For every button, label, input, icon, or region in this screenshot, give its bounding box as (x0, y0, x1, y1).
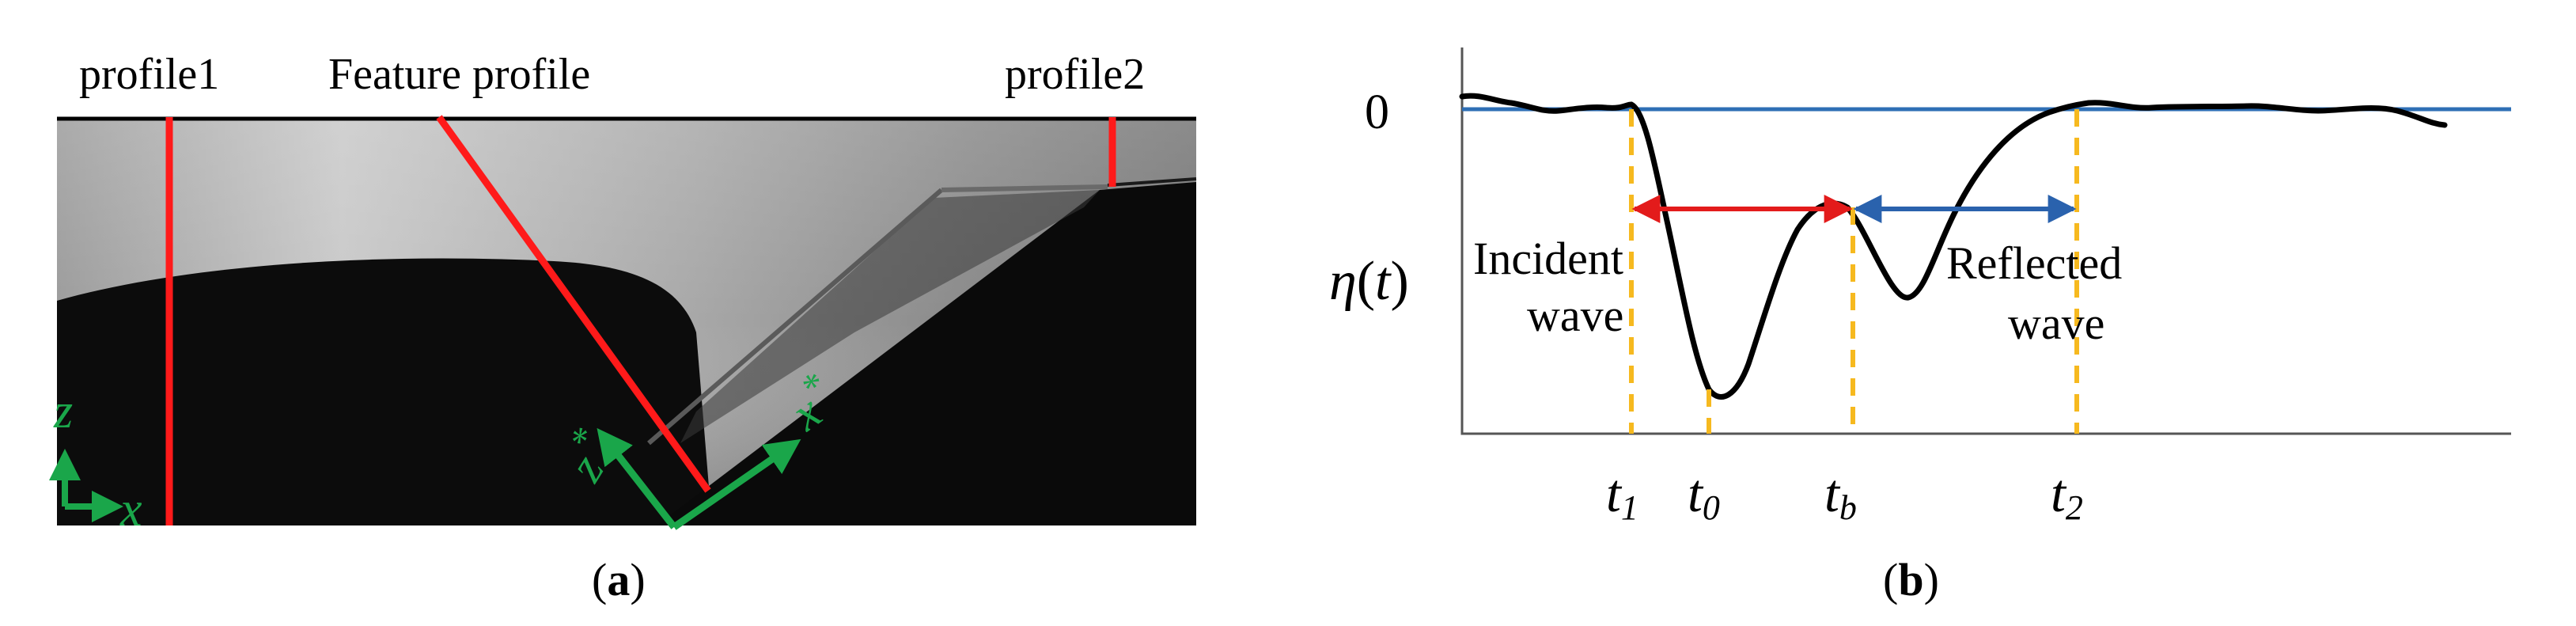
caption-a: (a) (592, 554, 646, 605)
dashed-markers (1629, 109, 2079, 434)
tick-t1: t1 (1606, 463, 1638, 527)
incident-label-line2: wave (1527, 290, 1623, 341)
eta-label: η(t) (1329, 251, 1409, 312)
reflected-label-line2: wave (2008, 298, 2104, 349)
caption-b: (b) (1883, 554, 1939, 605)
tick-t2: t2 (2051, 463, 2083, 527)
rotated-axes (597, 427, 801, 530)
tick-tb: tb (1824, 463, 1857, 527)
panel-a: profile1 Feature profile profile2 z x z … (49, 50, 1197, 605)
plot-frame (1460, 47, 2511, 435)
lab-axes (49, 449, 123, 522)
lab-axis-x: x (119, 483, 142, 537)
tick-t0: t0 (1688, 463, 1720, 527)
lab-axis-z: z (53, 385, 73, 438)
incident-label-line1: Incident (1473, 233, 1623, 284)
panel-b: 0 η(t) Incident wave Reflected wave t1 t… (1329, 47, 2511, 605)
zero-label: 0 (1365, 85, 1389, 139)
profile1-label: profile1 (79, 50, 219, 99)
feature-profile-label: Feature profile (328, 50, 590, 99)
profile2-label: profile2 (1005, 50, 1145, 99)
reflected-label-line1: Reflected (1946, 237, 2122, 289)
feature-profile-line (436, 115, 711, 493)
